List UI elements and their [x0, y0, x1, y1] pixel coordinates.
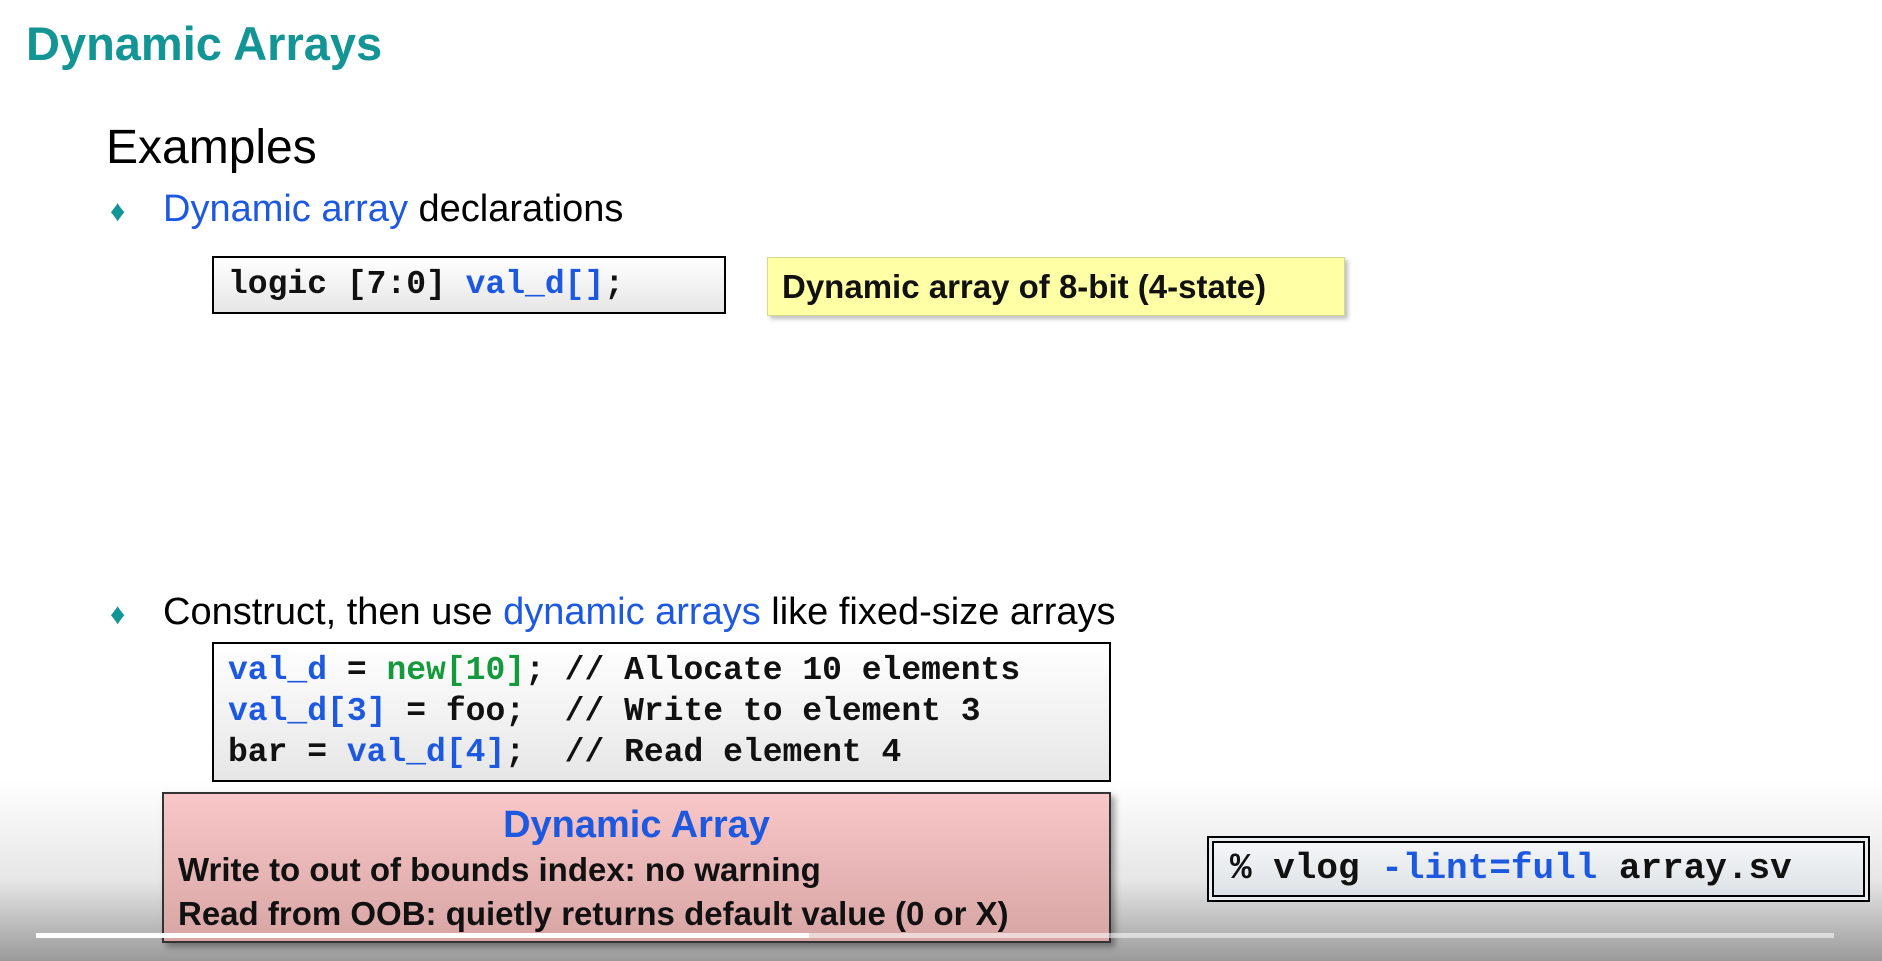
bullet-dynamic-array-declarations: Dynamic array declarations [163, 188, 623, 231]
slide-title: Dynamic Arrays [26, 17, 383, 70]
code-comment: = foo; // Write to element 3 [386, 693, 981, 730]
code-line: val_d = new[10]; // Allocate 10 elements [228, 652, 1020, 689]
bullet-construct-use: Construct, then use dynamic arrays like … [163, 591, 1115, 634]
command-file: array.sv [1597, 848, 1792, 889]
code-variable: val_d[3] [228, 693, 387, 730]
command-text: % vlog -lint=full array.sv [1212, 841, 1865, 897]
code-variable: val_d [228, 652, 328, 689]
callout-line: Read from OOB: quietly returns default v… [178, 895, 1009, 932]
code-keyword: new[10] [386, 652, 526, 689]
code-line: bar = val_d[4]; // Read element 4 [228, 734, 901, 771]
diamond-icon: ♦ [110, 195, 126, 228]
bullet-text-after: like fixed-size arrays [760, 591, 1116, 633]
code-block-usage: val_d = new[10]; // Allocate 10 elements… [212, 642, 1111, 782]
command-flag: -lint=full [1381, 848, 1598, 889]
code-line: logic [7:0] val_d[]; [228, 266, 624, 303]
bullet-highlight: Dynamic array [163, 188, 408, 230]
code-variable: val_d[4] [346, 734, 506, 771]
code-plain: logic [7:0] [228, 266, 466, 303]
code-line: val_d[3] = foo; // Write to element 3 [228, 693, 981, 730]
code-comment: ; // Read element 4 [505, 734, 902, 771]
video-progress-bar[interactable] [36, 933, 1834, 938]
code-comment: ; // Allocate 10 elements [525, 652, 1021, 689]
bullet-text: declarations [407, 188, 624, 230]
note-callout: Dynamic array of 8-bit (4-state) [767, 257, 1345, 316]
bullet-text-before: Construct, then use [163, 591, 504, 633]
code-block-declaration: logic [7:0] val_d[]; [212, 256, 726, 314]
command-box: % vlog -lint=full array.sv [1207, 836, 1870, 902]
command-prompt: % vlog [1230, 848, 1382, 889]
video-progress-fill [36, 933, 810, 938]
callout-line: Write to out of bounds index: no warning [178, 851, 821, 888]
code-variable: val_d[] [465, 266, 605, 303]
diamond-icon: ♦ [110, 598, 126, 631]
dynamic-array-callout: Dynamic Array Write to out of bounds ind… [162, 792, 1111, 943]
bullet-highlight: dynamic arrays [503, 591, 761, 633]
section-heading: Examples [106, 121, 317, 174]
code-plain: bar = [228, 734, 347, 771]
callout-title: Dynamic Array [503, 804, 770, 846]
code-end: ; [604, 266, 625, 303]
code-operator: = [327, 652, 387, 689]
